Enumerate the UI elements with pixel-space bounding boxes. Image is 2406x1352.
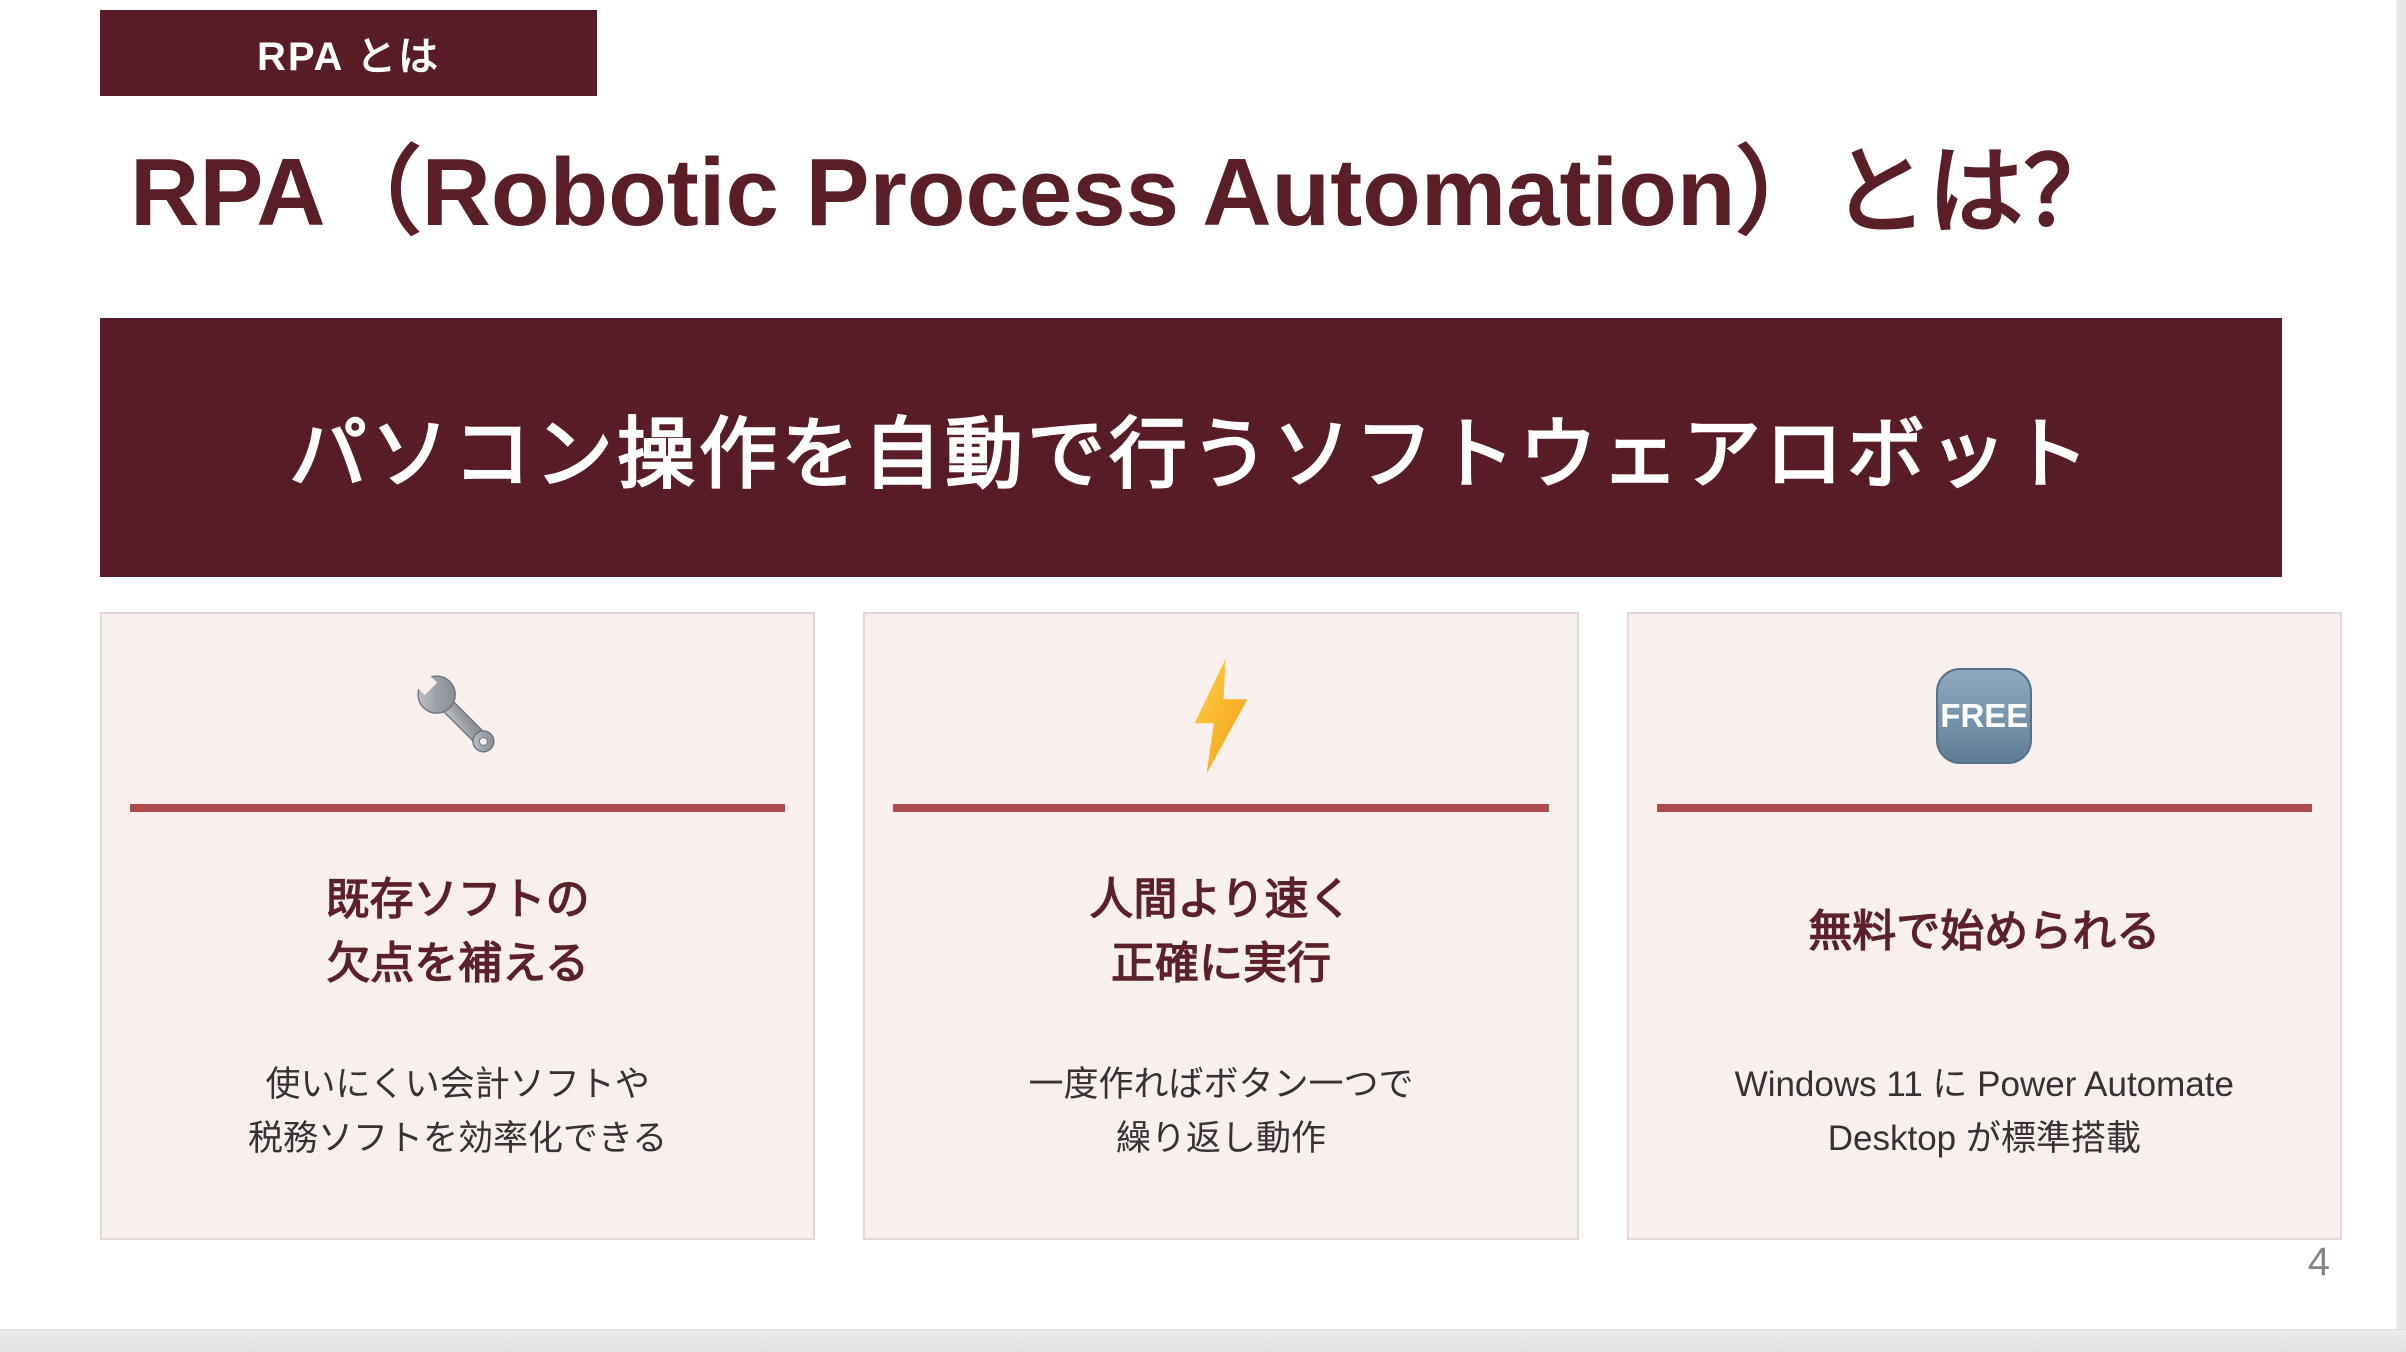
free-badge: FREE (1936, 668, 2033, 764)
card-title: 人間より速く 正確に実行 (1089, 875, 1353, 988)
card-divider (1656, 804, 2312, 812)
card-body: Windows 11 に Power Automate Desktop が標準搭… (1734, 1065, 2234, 1159)
banner-label: パソコン操作を自動で行うソフトウェアロボット (288, 409, 2093, 498)
bottom-window-edge (0, 1329, 2406, 1352)
page-title: RPA（Robotic Process Automation）とは？ (130, 139, 2120, 246)
wrench-icon (400, 646, 516, 786)
card-title: 無料で始められる (1808, 907, 2161, 957)
card-divider (130, 804, 786, 812)
kicker-label: RPA とは (256, 35, 441, 79)
benefit-cards-row: 既存ソフトの 欠点を補える 使いにくい会計ソフトや 税務ソフトを効率化できる 人… (100, 612, 2342, 1240)
card-body: 一度作ればボタン一つで 繰り返し動作 (1028, 1065, 1414, 1159)
free-icon: FREE (1936, 646, 2033, 786)
benefit-card-speed: 人間より速く 正確に実行 一度作ればボタン一つで 繰り返し動作 (863, 612, 1579, 1240)
card-title: 既存ソフトの 欠点を補える (325, 875, 590, 988)
free-badge-label: FREE (1940, 697, 2029, 734)
lightning-icon (1185, 646, 1257, 786)
kicker-badge: RPA とは (100, 10, 597, 96)
right-scrollbar-track[interactable] (2396, 0, 2406, 1330)
card-divider (893, 804, 1549, 812)
benefit-card-existing-soft: 既存ソフトの 欠点を補える 使いにくい会計ソフトや 税務ソフトを効率化できる (100, 612, 816, 1240)
card-body: 使いにくい会計ソフトや 税務ソフトを効率化できる (248, 1065, 668, 1159)
banner: パソコン操作を自動で行うソフトウェアロボット (100, 318, 2282, 577)
page-number: 4 (2307, 1240, 2330, 1284)
benefit-card-free: FREE 無料で始められる Windows 11 に Power Automat… (1626, 612, 2342, 1240)
